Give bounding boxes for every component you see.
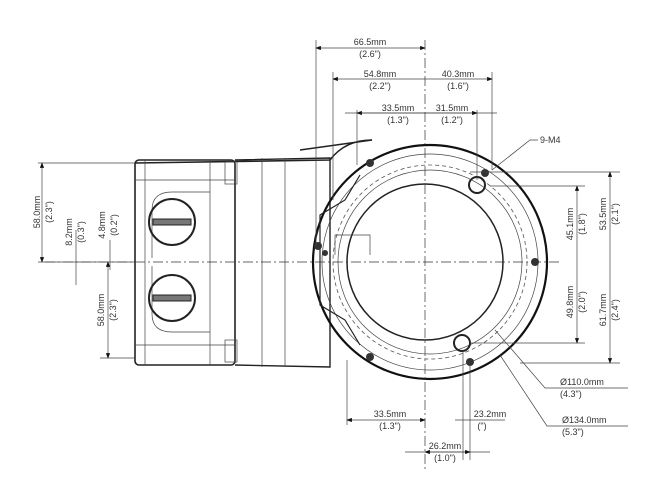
dim-58-0-upper-mm: 58.0mm — [32, 196, 42, 229]
dim-4-8-in: (0.2") — [109, 214, 119, 236]
dim-bottom-33-5-mm: 33.5mm — [374, 409, 407, 419]
dim-31-5-mm: 31.5mm — [436, 103, 469, 113]
knob-lower — [148, 274, 196, 322]
dim-40-3-in: (1.6") — [447, 81, 469, 91]
dim-26-2-in: (1.0") — [434, 453, 456, 463]
dim-31-5-in: (1.2") — [441, 115, 463, 125]
right-dimensions: 45.1mm (1.8") 53.5mm (2.1") 49.8mm (2.0"… — [470, 171, 628, 437]
dim-58-0-lower-mm: 58.0mm — [96, 294, 106, 327]
thread-callout: 9-M4 — [540, 135, 561, 145]
dim-49-8-in: (2.0") — [577, 291, 587, 313]
dim-66-5-in: (2.6") — [359, 49, 381, 59]
dim-53-5-mm: 53.5mm — [598, 198, 608, 231]
dim-33-5-in: (1.3") — [387, 115, 409, 125]
dim-61-7-in: (2.4") — [610, 299, 620, 321]
dim-23-2-in: (") — [477, 421, 486, 431]
dim-53-5-in: (2.1") — [610, 203, 620, 225]
dim-66-5-mm: 66.5mm — [354, 37, 387, 47]
knob-upper — [148, 198, 196, 246]
dim-54-8-in: (2.2") — [369, 81, 391, 91]
left-dimensions: 58.0mm (2.3") 8.2mm (0.3") 4.8mm (0.2") … — [32, 162, 135, 359]
part-body — [134, 139, 373, 368]
dim-45-1-mm: 45.1mm — [565, 208, 575, 241]
dim-23-2-mm: 23.2mm — [474, 409, 507, 419]
center-lines — [45, 40, 560, 470]
dim-8-2-mm: 8.2mm — [64, 218, 74, 246]
dim-49-8-mm: 49.8mm — [565, 286, 575, 319]
dim-8-2-in: (0.3") — [76, 221, 86, 243]
dim-54-8-mm: 54.8mm — [364, 69, 397, 79]
diameter-134-mm: Ø134.0mm — [562, 415, 607, 425]
dim-bottom-33-5-in: (1.3") — [379, 421, 401, 431]
dim-40-3-mm: 40.3mm — [442, 69, 475, 79]
dim-58-0-lower-in: (2.3") — [108, 299, 118, 321]
bottom-dimensions: 33.5mm (1.3") 23.2mm (") 26.2mm (1.0") — [346, 350, 507, 463]
dim-4-8-mm: 4.8mm — [97, 211, 107, 239]
dim-61-7-mm: 61.7mm — [598, 294, 608, 327]
diameter-110-mm: Ø110.0mm — [560, 377, 604, 387]
dim-45-1-in: (1.8") — [577, 213, 587, 235]
diameter-134-in: (5.3") — [562, 427, 584, 437]
diameter-110-in: (4.3") — [560, 389, 582, 399]
dim-58-0-upper-in: (2.3") — [44, 201, 54, 223]
top-dimensions: 66.5mm (2.6") 54.8mm (2.2") 40.3mm (1.6"… — [315, 37, 561, 245]
dim-33-5-mm: 33.5mm — [382, 103, 415, 113]
dim-26-2-mm: 26.2mm — [429, 441, 462, 451]
